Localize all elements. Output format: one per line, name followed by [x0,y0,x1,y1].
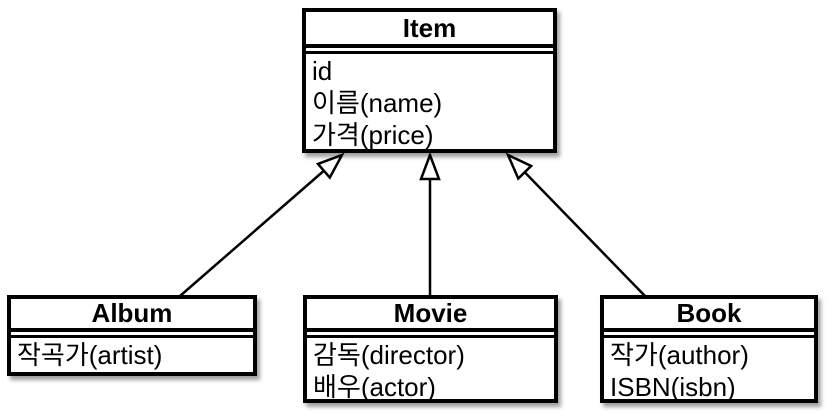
class-box-book: Book 작가(author) ISBN(isbn) [600,295,818,403]
class-box-movie: Movie 감독(director) 배우(actor) [303,295,558,403]
class-attribute: 감독(director) [313,340,465,370]
class-attribute: 작가(author) [610,340,749,370]
class-attribute: id [312,56,333,86]
generalization-arrow-album-to-item [179,152,345,297]
class-attribute: ISBN(isbn) [610,372,736,402]
class-attribute: 이름(name) [312,88,443,118]
class-box-item: Item id 이름(name) 가격(price) [302,8,557,153]
class-title-book: Book [604,299,814,332]
class-attributes-movie: 감독(director) 배우(actor) [307,335,554,403]
class-attributes-album: 작곡가(artist) [11,335,253,371]
class-title-movie: Movie [307,299,554,332]
generalization-arrow-book-to-item [505,152,646,297]
class-attribute: 배우(actor) [313,372,436,402]
class-box-album: Album 작곡가(artist) [7,295,257,376]
class-title-item: Item [306,12,553,48]
class-attribute: 작곡가(artist) [17,340,163,370]
class-attributes-book: 작가(author) ISBN(isbn) [604,335,814,403]
class-attributes-item: id 이름(name) 가격(price) [306,51,553,151]
class-attribute: 가격(price) [312,120,434,150]
class-title-album: Album [11,299,253,332]
